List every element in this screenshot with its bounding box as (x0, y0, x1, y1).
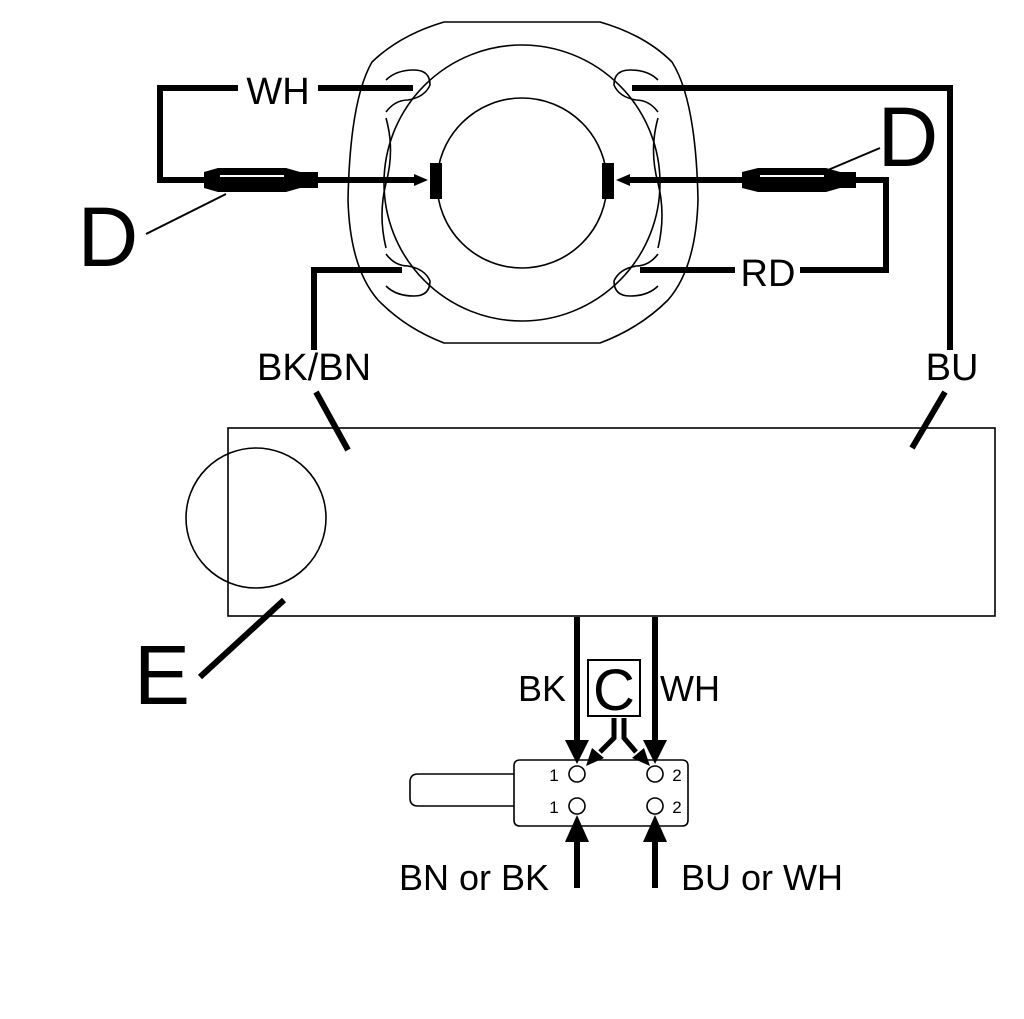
leader-d-right (827, 147, 881, 171)
callout-e: E (134, 628, 190, 722)
switch-lever (409, 773, 514, 807)
arrow-bn-up (565, 815, 589, 842)
label-bk: BK (518, 668, 566, 709)
switch-terminal-2-top (646, 765, 664, 783)
contact-slot-top-left (385, 69, 431, 113)
contact-slot-top-right (613, 69, 659, 113)
lamp-holder-inner-ring (383, 44, 661, 322)
switch-terminal-1-top (568, 765, 586, 783)
holder-wires (157, 85, 953, 452)
wire-bu-diagonal (909, 390, 948, 450)
leader-d-left (145, 193, 227, 235)
callout-c-box (587, 659, 641, 717)
label-wh-top: WH (246, 71, 309, 113)
center-contact-left (430, 163, 442, 199)
switch-body (513, 759, 689, 827)
pin-label-2-top: 2 (672, 766, 681, 785)
c-arrow-right-head (632, 748, 650, 766)
arrow-left-center (414, 174, 428, 186)
center-contact-right (602, 163, 614, 199)
label-wh-lower: WH (660, 668, 720, 709)
switch-terminal-2-bottom (646, 797, 664, 815)
connector-d-right (742, 168, 856, 192)
callout-d-left: D (78, 190, 139, 284)
callout-c: C (593, 658, 635, 723)
c-arrow-left-head (586, 748, 604, 766)
wire-rd-loop-a (800, 177, 889, 273)
arrow-bk-down (565, 740, 589, 764)
callout-d-right: D (878, 90, 939, 184)
label-bu-or-wh: BU or WH (681, 857, 843, 898)
wire-bk-bn-diagonal (313, 390, 351, 452)
housing-lamp-circle (185, 447, 327, 589)
switch: 1 1 2 2 (409, 759, 689, 827)
leader-e (197, 597, 287, 680)
label-bk-bn: BK/BN (257, 347, 371, 389)
pin-label-1-bottom: 1 (549, 798, 558, 817)
c-arrow-right (621, 718, 638, 754)
label-bu: BU (926, 347, 979, 389)
arrow-right-center (616, 174, 630, 186)
switch-terminal-1-bottom (568, 797, 586, 815)
arrow-bu-up (643, 815, 667, 842)
switch-wires (565, 617, 667, 888)
ballast-housing (227, 427, 996, 617)
pin-label-1-top: 1 (549, 766, 558, 785)
label-rd: RD (741, 253, 796, 295)
c-arrow-left (598, 718, 617, 754)
label-bn-or-bk: BN or BK (399, 857, 549, 898)
wire-bk-bn-top (311, 267, 402, 350)
lamp-socket-center (436, 97, 608, 269)
contact-slot-bottom-right (613, 253, 659, 297)
wire-bu-top (632, 85, 953, 350)
connector-d-left (204, 168, 318, 192)
pin-label-2-bottom: 2 (672, 798, 681, 817)
contact-slot-bottom-left (385, 253, 431, 297)
arrow-wh-down (643, 740, 667, 764)
wire-wh-top-left-a (157, 85, 238, 183)
